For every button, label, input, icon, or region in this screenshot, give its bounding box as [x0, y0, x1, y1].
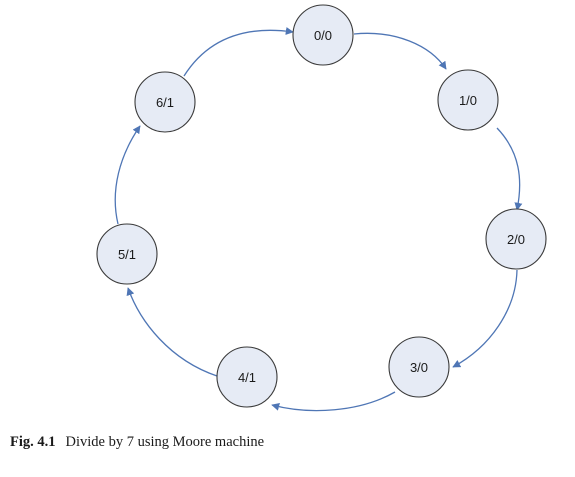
- state-s6-label: 6/1: [156, 95, 174, 110]
- state-s4: 4/1: [216, 346, 278, 408]
- state-s2-label: 2/0: [507, 232, 525, 247]
- state-s3-label: 3/0: [410, 360, 428, 375]
- state-s6: 6/1: [134, 71, 196, 133]
- state-s2: 2/0: [485, 208, 547, 270]
- state-s4-label: 4/1: [238, 370, 256, 385]
- state-s0: 0/0: [292, 4, 354, 66]
- figure-number: Fig. 4.1: [10, 434, 56, 450]
- state-s5-label: 5/1: [118, 247, 136, 262]
- figure-caption: Fig. 4.1 Divide by 7 using Moore machine: [10, 434, 264, 451]
- state-s0-label: 0/0: [314, 28, 332, 43]
- state-s1-label: 1/0: [459, 93, 477, 108]
- transition-s4-s5: [126, 287, 218, 377]
- transition-s0-s1: [353, 32, 447, 70]
- transition-s5-s6: [114, 125, 141, 225]
- transition-s1-s2: [496, 127, 523, 211]
- transition-s2-s3: [452, 269, 518, 368]
- transition-s3-s4: [271, 391, 396, 412]
- state-s5: 5/1: [96, 223, 158, 285]
- state-s3: 3/0: [388, 336, 450, 398]
- figure-caption-text: Divide by 7 using Moore machine: [65, 434, 265, 450]
- transition-s6-s0: [183, 27, 294, 77]
- state-s1: 1/0: [437, 69, 499, 131]
